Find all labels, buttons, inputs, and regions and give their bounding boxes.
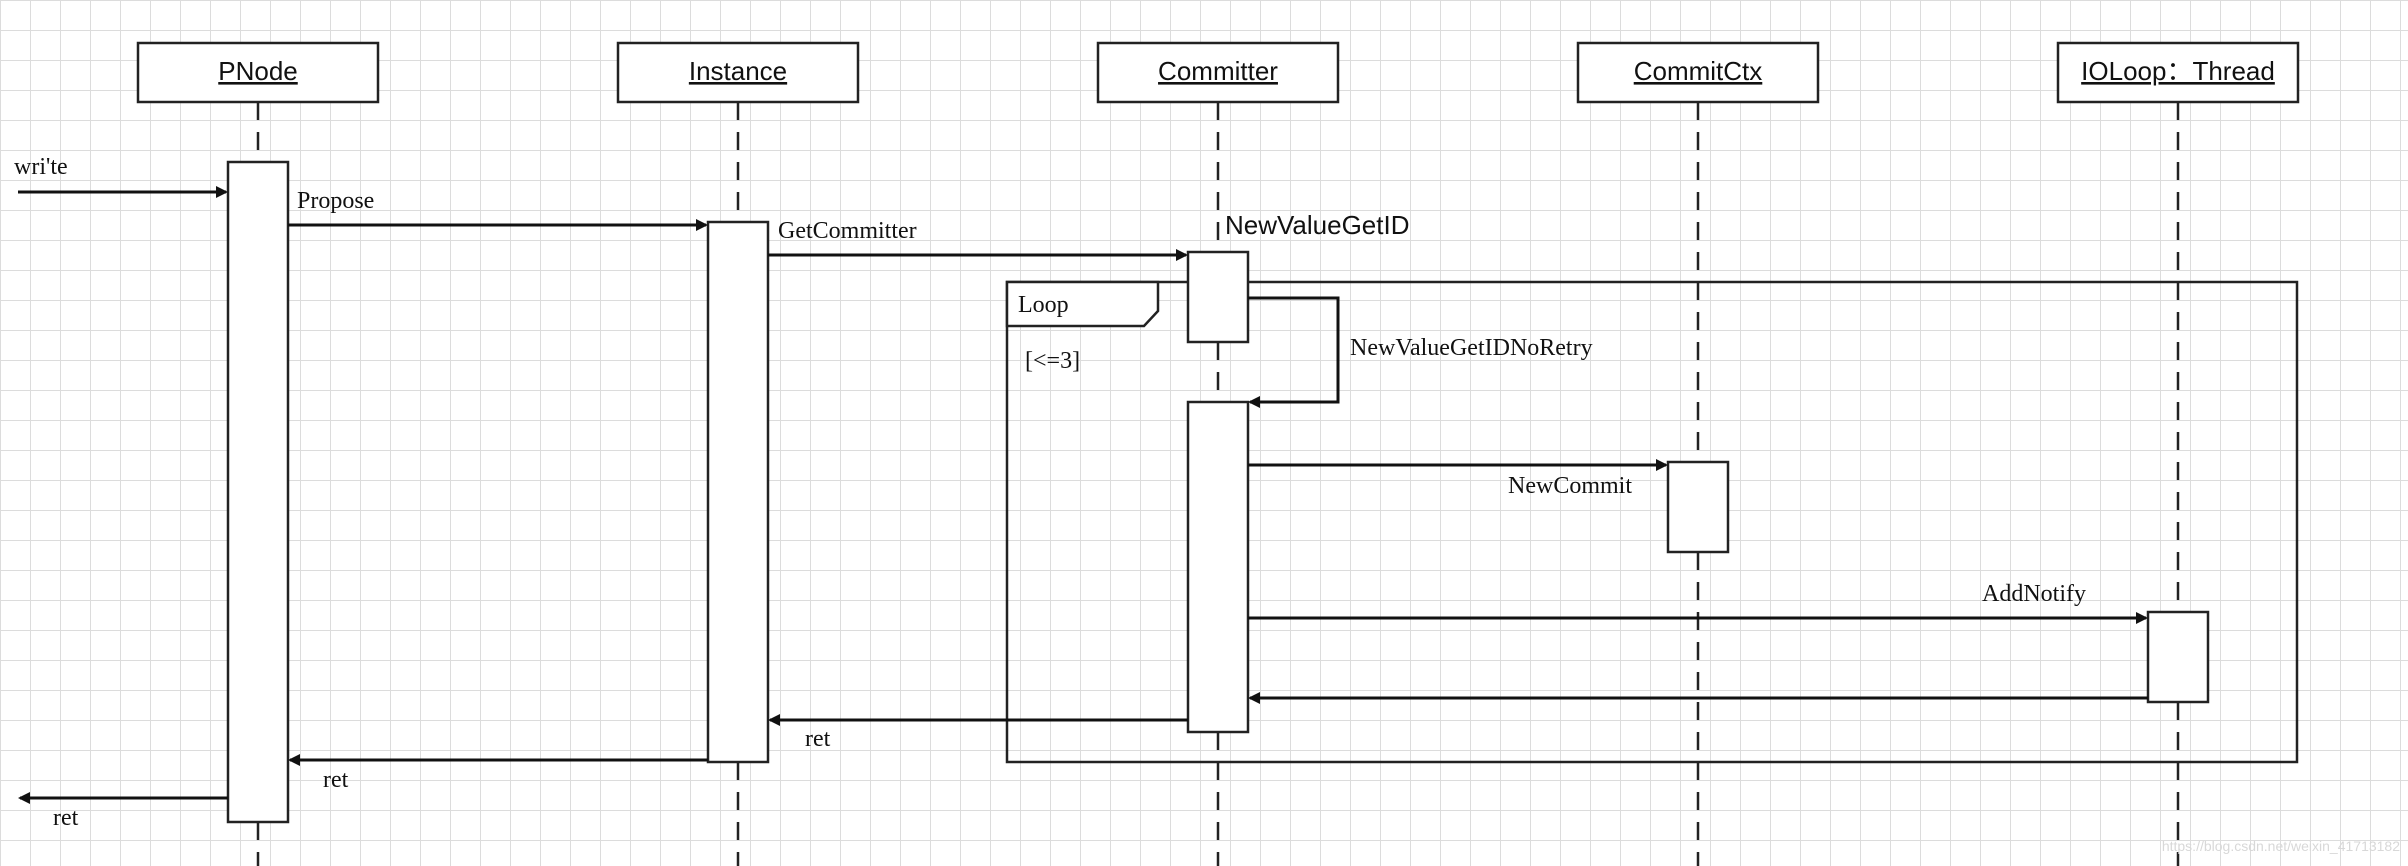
watermark-text: https://blog.csdn.net/weixin_41713182	[2162, 838, 2400, 854]
participant-committer-label: Committer	[1158, 56, 1278, 86]
message-addnotify-label: AddNotify	[1982, 581, 2086, 607]
participant-instance: Instance	[616, 41, 860, 104]
participant-instance-label: Instance	[689, 56, 787, 86]
activation-committer-getid	[1186, 250, 1250, 344]
message-ret-pnode-label: ret	[323, 767, 349, 793]
loop-label: Loop	[1018, 292, 1069, 318]
participant-commitctx-label: CommitCtx	[1634, 56, 1763, 86]
participant-pnode: PNode	[136, 41, 380, 104]
message-getcommitter-label: GetCommitter	[778, 218, 917, 244]
activation-committer-main	[1186, 400, 1250, 734]
message-propose-label: Propose	[297, 188, 374, 214]
participant-commitctx: CommitCtx	[1576, 41, 1820, 104]
message-ret-out-label: ret	[53, 805, 79, 831]
message-write-label: wri'te	[14, 154, 68, 180]
participant-ioloop-label: IOLoop：Thread	[2081, 56, 2275, 86]
participant-pnode-label: PNode	[218, 56, 298, 86]
message-newvaluegetidnoretry-label: NewValueGetIDNoRetry	[1350, 335, 1593, 361]
participant-committer: Committer	[1096, 41, 1340, 104]
activation-commitctx	[1666, 460, 1730, 554]
message-newvaluegetidnoretry-arrow	[1248, 296, 1340, 408]
participant-ioloop: IOLoop：Thread	[2056, 41, 2300, 104]
activation-instance	[706, 220, 770, 764]
message-ret-instance-label: ret	[805, 726, 831, 752]
loop-guard: [<=3]	[1025, 348, 1080, 374]
activation-pnode	[226, 160, 290, 824]
message-newcommit-label: NewCommit	[1508, 473, 1632, 499]
message-newvaluegetid-label: NewValueGetID	[1225, 210, 1410, 240]
activation-ioloop	[2146, 610, 2210, 704]
loop-frame: Loop [<=3]	[1005, 280, 2299, 764]
